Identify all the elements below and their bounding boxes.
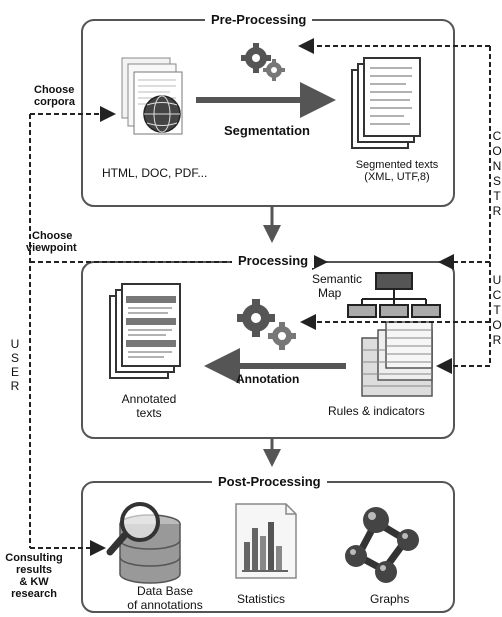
rules-indicators-label: Rules & indicators bbox=[328, 404, 425, 418]
segmented-texts-line-2: (XML, UTF,8) bbox=[364, 171, 430, 183]
annotated-texts-line-2: texts bbox=[136, 406, 162, 420]
choose-corpora-line-2: corpora bbox=[34, 96, 75, 108]
segmented-texts-line-1: Segmented texts bbox=[355, 159, 439, 171]
semantic-map-icon bbox=[347, 272, 441, 318]
constructor-letter: C bbox=[492, 288, 502, 302]
choose-viewpoint-label: Choose viewpoint bbox=[26, 230, 77, 254]
constructor-letter: U bbox=[492, 273, 502, 287]
consulting-line-4: research bbox=[11, 588, 57, 600]
graphs-label: Graphs bbox=[370, 592, 410, 606]
consulting-label: Consulting results & KW research bbox=[4, 552, 64, 600]
choose-viewpoint-line-2: viewpoint bbox=[26, 242, 77, 254]
annotation-label: Annotation bbox=[236, 372, 300, 386]
constructor-letter: N bbox=[492, 159, 502, 173]
constructor-letter: O bbox=[492, 144, 502, 158]
input-documents-icon bbox=[121, 57, 183, 135]
consulting-line-2: results bbox=[15, 564, 53, 576]
choose-corpora-label: Choose corpora bbox=[34, 84, 75, 108]
choose-corpora-line-1: Choose bbox=[34, 84, 75, 96]
choose-viewpoint-line-1: Choose bbox=[32, 230, 73, 242]
annotated-texts-line-1: Annotated bbox=[121, 392, 177, 406]
gears-icon bbox=[241, 43, 285, 81]
semantic-map-label: Semantic Map bbox=[312, 272, 362, 300]
statistics-icon bbox=[235, 503, 297, 579]
user-letter: R bbox=[10, 379, 20, 393]
segmented-texts-label: Segmented texts (XML, UTF,8) bbox=[342, 159, 452, 183]
constructor-letter: R bbox=[492, 204, 502, 218]
consulting-line-1: Consulting bbox=[5, 552, 63, 564]
segmented-texts-icon bbox=[351, 57, 421, 149]
annotated-texts-icon bbox=[109, 283, 181, 379]
database-line-2: of annotations bbox=[127, 598, 203, 612]
database-line-1: Data Base bbox=[136, 584, 194, 598]
constructor-letter: S bbox=[492, 174, 501, 188]
pre-processing-title: Pre-Processing bbox=[205, 12, 313, 27]
segmentation-label: Segmentation bbox=[224, 123, 310, 138]
constructor-letter: T bbox=[493, 303, 501, 317]
annotated-texts-label: Annotated texts bbox=[112, 392, 186, 420]
processing-title: Processing bbox=[232, 253, 315, 268]
consulting-line-3: & KW bbox=[19, 576, 49, 588]
statistics-label: Statistics bbox=[237, 592, 286, 606]
user-letter: E bbox=[10, 365, 19, 379]
graphs-icon bbox=[345, 507, 419, 583]
semantic-map-line-2: Map bbox=[318, 286, 342, 300]
constructor-letter: R bbox=[492, 333, 502, 347]
constructor-connectors bbox=[298, 38, 491, 374]
constructor-letter: C bbox=[492, 129, 502, 143]
post-processing-title: Post-Processing bbox=[212, 474, 327, 489]
constructor-letter: T bbox=[493, 189, 501, 203]
database-label: Data Base of annotations bbox=[110, 584, 220, 612]
database-icon bbox=[106, 502, 181, 584]
processing-gears-icon bbox=[237, 299, 296, 350]
user-connectors bbox=[29, 106, 328, 556]
constructor-letter: O bbox=[492, 318, 502, 332]
input-formats-label: HTML, DOC, PDF... bbox=[102, 166, 208, 180]
rules-indicators-icon bbox=[361, 321, 433, 397]
user-letter: U bbox=[10, 337, 20, 351]
semantic-map-line-1: Semantic bbox=[312, 272, 363, 286]
user-letter: S bbox=[10, 351, 19, 365]
